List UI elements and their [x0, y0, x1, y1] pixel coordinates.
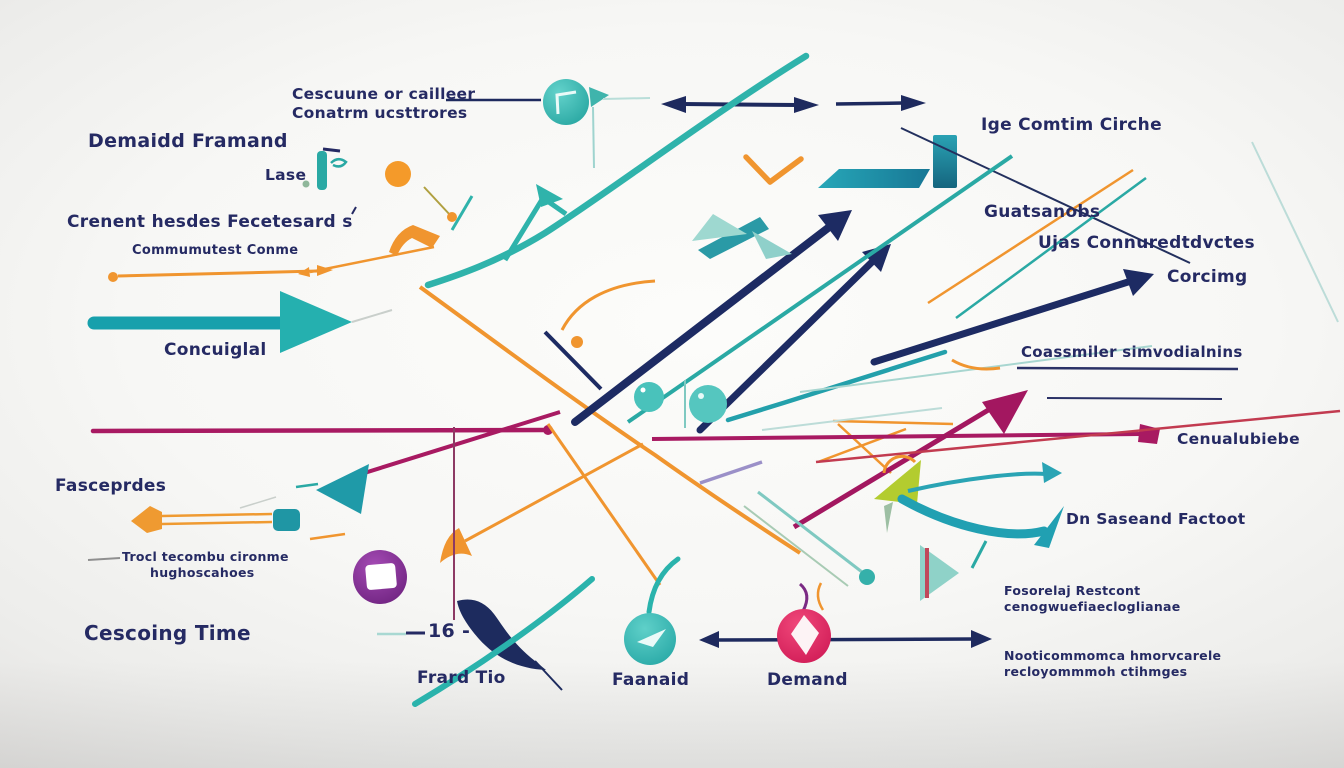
- top-double-arrow: [661, 96, 819, 113]
- label-fasceprdes: Fasceprdes: [55, 476, 167, 496]
- sage-sliver: [884, 502, 893, 533]
- label-costume-caller: Cescuune or cailleer Conatrm ucsttrores: [292, 85, 476, 124]
- demaidd-dash: [322, 147, 357, 215]
- label-crenent: Crenent hesdes Fecetesard s: [67, 212, 353, 232]
- sixteen-dashes: [377, 631, 425, 636]
- demand-squiggles: [798, 582, 825, 612]
- label-concuiglat: Concuiglal: [164, 340, 267, 360]
- fasceprdes-arrow: [131, 482, 346, 541]
- big-teal-arrow: [87, 291, 393, 353]
- label-fosorelaj: Fosorelaj Restcont cenogwuefiaeclogliana…: [1004, 583, 1181, 614]
- label-costume-caller-line2: Conatrm ucsttrores: [292, 104, 468, 123]
- teal-swooshes: [897, 462, 1064, 548]
- label-dn-saseand: Dn Saseand Factoot: [1066, 510, 1246, 528]
- top-right-arrow: [835, 95, 926, 111]
- label-fosorelaj-line1: Fosorelaj Restcont: [1004, 583, 1141, 598]
- crimson-line: [815, 409, 1341, 464]
- label-noorecommom: Nooticommomca hmorvcarele recloyommmoh c…: [1004, 648, 1221, 679]
- demand-circle-glyph: [791, 615, 819, 655]
- label-guatsanobs: Guatsanobs: [984, 202, 1101, 222]
- label-coassmiler: Coassmiler simvodialnins: [1021, 343, 1243, 361]
- navy-arrow-b: [696, 244, 891, 434]
- trocl-dash: [87, 557, 121, 561]
- label-cenualubiebe: Cenualubiebe: [1177, 430, 1300, 448]
- teal-plane-shape: [692, 214, 792, 259]
- navy-arrow-a: [543, 210, 852, 426]
- teal-bar-right: [933, 135, 957, 188]
- navy-arrow-c: [870, 269, 1154, 366]
- teal-s-curve: [424, 52, 810, 289]
- label-fosorelaj-line2: cenogwuefiaecloglianae: [1004, 598, 1181, 614]
- center-dots: [571, 336, 727, 423]
- light-teal-triangle: [920, 540, 988, 601]
- bottom-double-arrow: [699, 630, 992, 648]
- magenta-diag-arrow: [316, 410, 561, 514]
- label-cescoing-time: Cescoing Time: [84, 621, 251, 645]
- label-trocl: Trocl tecombu cironme hughoscahoes: [122, 549, 289, 580]
- bottom-teal-curves: [412, 556, 681, 707]
- label-costume-caller-line1: Cescuune or cailleer: [292, 85, 476, 103]
- magenta-line-right: [651, 424, 1160, 444]
- demand-circle: [777, 609, 831, 663]
- lime-arrowhead: [874, 454, 921, 504]
- label-lase: Lase: [265, 166, 307, 184]
- faanaid-circle: [624, 613, 676, 665]
- label-ige-comm: Ige Comtim Cirche: [981, 115, 1162, 135]
- teal-parallelogram: [818, 169, 930, 188]
- label-faanaid: Faanaid: [612, 670, 690, 690]
- thin-right-lines: [900, 127, 1339, 323]
- label-trocl-line2: hughoscahoes: [150, 564, 255, 580]
- label-corcing: Corcimg: [1167, 267, 1248, 287]
- purple-circle-icon: [353, 550, 407, 604]
- label-frard-tio: Frard Tio: [417, 668, 506, 688]
- teal-angular-strokes: [450, 184, 568, 262]
- teal-flag-icon: [589, 87, 651, 169]
- lase-bar-icon: [302, 151, 348, 190]
- faanaid-circle-glyph: [637, 629, 666, 647]
- magenta-up-arrow: [792, 390, 1028, 530]
- olive-pointer: [423, 186, 457, 222]
- label-noorecommom-line2: recloyommmoh ctihmges: [1004, 663, 1188, 679]
- label-communutest: Commumutest Conme: [132, 243, 299, 258]
- costume-node-circle: [543, 79, 589, 125]
- teal-dot-lines: [699, 460, 875, 587]
- label-noorecommom-line1: Nooticommomca hmorvcarele: [1004, 648, 1222, 663]
- costume-node-glyph: [555, 90, 577, 115]
- label-ujas: Ujas Connuredtdvctes: [1038, 233, 1255, 253]
- lavender-line: [699, 460, 763, 485]
- label-demand: Demand: [767, 670, 848, 690]
- orange-check-icon: [743, 154, 804, 185]
- orange-center-lines: [418, 279, 954, 586]
- purple-circle-glyph: [365, 563, 397, 590]
- label-demand-framand: Demaidd Framand: [88, 130, 288, 152]
- coassmiler-underlines: [951, 358, 1239, 400]
- magenta-line-left: [90, 425, 553, 435]
- label-trocl-line1: Trocl tecombu cironme: [122, 549, 289, 564]
- orange-dot-line: [108, 265, 333, 282]
- navy-flag-shape: [457, 599, 563, 691]
- label-sixteen: 16 -: [428, 620, 471, 642]
- orange-circle-icon: [385, 161, 411, 187]
